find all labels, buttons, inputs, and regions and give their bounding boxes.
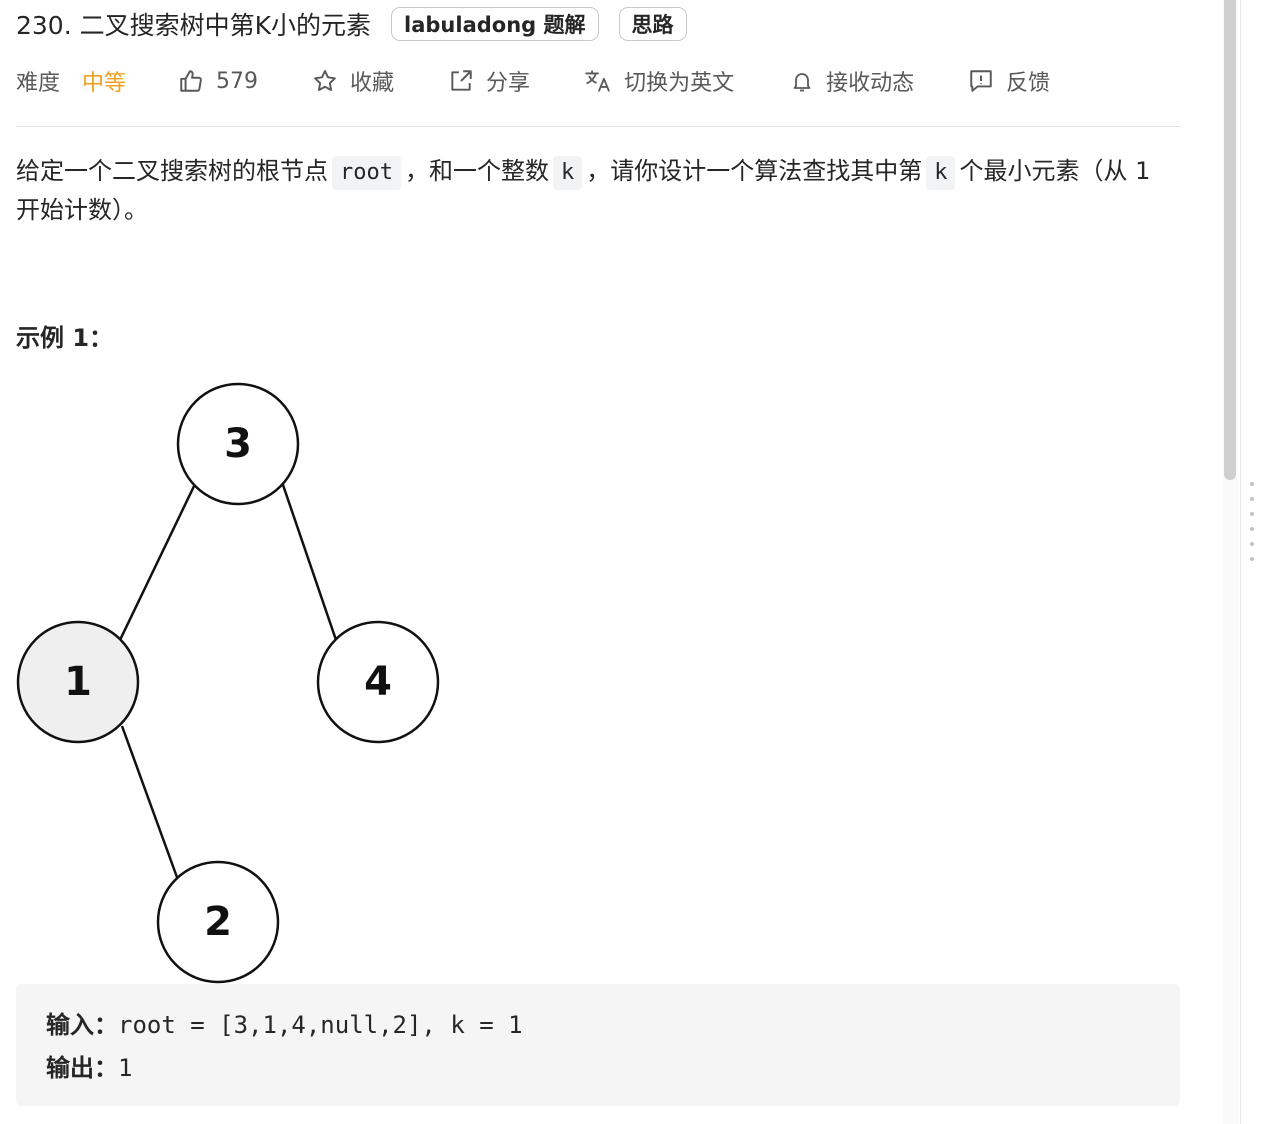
output-value: 1	[118, 1054, 133, 1082]
like-count: 579	[216, 68, 259, 94]
tree-node-1: 1	[16, 620, 140, 744]
tree-node-3: 3	[176, 382, 300, 506]
header-divider	[16, 126, 1180, 127]
difficulty: 难度 中等	[16, 65, 126, 97]
favorite-button[interactable]: 收藏	[312, 65, 394, 97]
meta-row: 难度 中等 579 收藏	[16, 60, 1050, 102]
tag-labuladong-solution[interactable]: labuladong 题解	[391, 7, 599, 41]
tree-edge	[280, 481, 338, 641]
description-text: ，请你设计一个算法查找其中第	[586, 157, 923, 185]
subscribe-button[interactable]: 接收动态	[790, 65, 914, 97]
translate-icon	[585, 70, 610, 92]
translate-label: 切换为英文	[624, 71, 735, 96]
star-icon	[314, 70, 336, 91]
translate-button[interactable]: 切换为英文	[584, 65, 734, 97]
problem-title: 230. 二叉搜索树中第K小的元素	[16, 11, 372, 40]
tree-node-4: 4	[316, 620, 440, 744]
tree-node-label: 1	[64, 659, 92, 705]
subscribe-label: 接收动态	[826, 71, 915, 96]
like-button[interactable]: 579	[178, 68, 258, 94]
description-text: ，和一个整数	[404, 157, 549, 185]
tree-edge	[118, 481, 198, 641]
inline-code-k: k	[552, 156, 583, 190]
share-label: 分享	[486, 71, 531, 96]
feedback-button[interactable]: 反馈	[968, 65, 1050, 97]
example-code-block: 输入：root = [3,1,4,null,2], k = 1 输出：1	[16, 984, 1180, 1106]
output-label: 输出：	[46, 1054, 118, 1082]
description-text: 给定一个二叉搜索树的根节点	[16, 157, 328, 185]
tree-node-2: 2	[156, 860, 280, 984]
tree-node-label: 3	[224, 421, 252, 467]
title-row: 230. 二叉搜索树中第K小的元素 labuladong 题解 思路	[16, 4, 707, 44]
feedback-icon	[970, 70, 992, 92]
difficulty-value: 中等	[82, 71, 127, 96]
input-label: 输入：	[46, 1011, 118, 1039]
inline-code-root: root	[332, 156, 401, 190]
feedback-label: 反馈	[1006, 71, 1051, 96]
tree-node-label: 2	[204, 899, 232, 945]
panel-border	[1240, 0, 1241, 1124]
favorite-label: 收藏	[350, 71, 395, 96]
tree-edge	[120, 725, 180, 881]
example-title: 示例 1：	[16, 324, 114, 352]
example-input-line: 输入：root = [3,1,4,null,2], k = 1	[46, 1004, 1150, 1047]
tag-approach[interactable]: 思路	[618, 7, 687, 41]
bell-icon	[793, 73, 811, 92]
inline-code-k: k	[926, 156, 956, 190]
tree-node-label: 4	[364, 659, 392, 705]
scrollbar-thumb[interactable]	[1224, 0, 1236, 480]
share-button[interactable]: 分享	[448, 65, 530, 97]
resize-handle-icon[interactable]	[1247, 478, 1257, 568]
thumbs-up-icon	[180, 70, 202, 92]
description-text: 个最小元素（从 1 开始计数）。	[16, 157, 1151, 224]
example-output-line: 输出：1	[46, 1047, 1150, 1090]
share-icon	[451, 70, 472, 91]
difficulty-label: 难度	[16, 71, 61, 96]
example-tree-diagram: 3 1 4 2	[16, 382, 440, 984]
input-value: root = [3,1,4,null,2], k = 1	[118, 1011, 523, 1039]
